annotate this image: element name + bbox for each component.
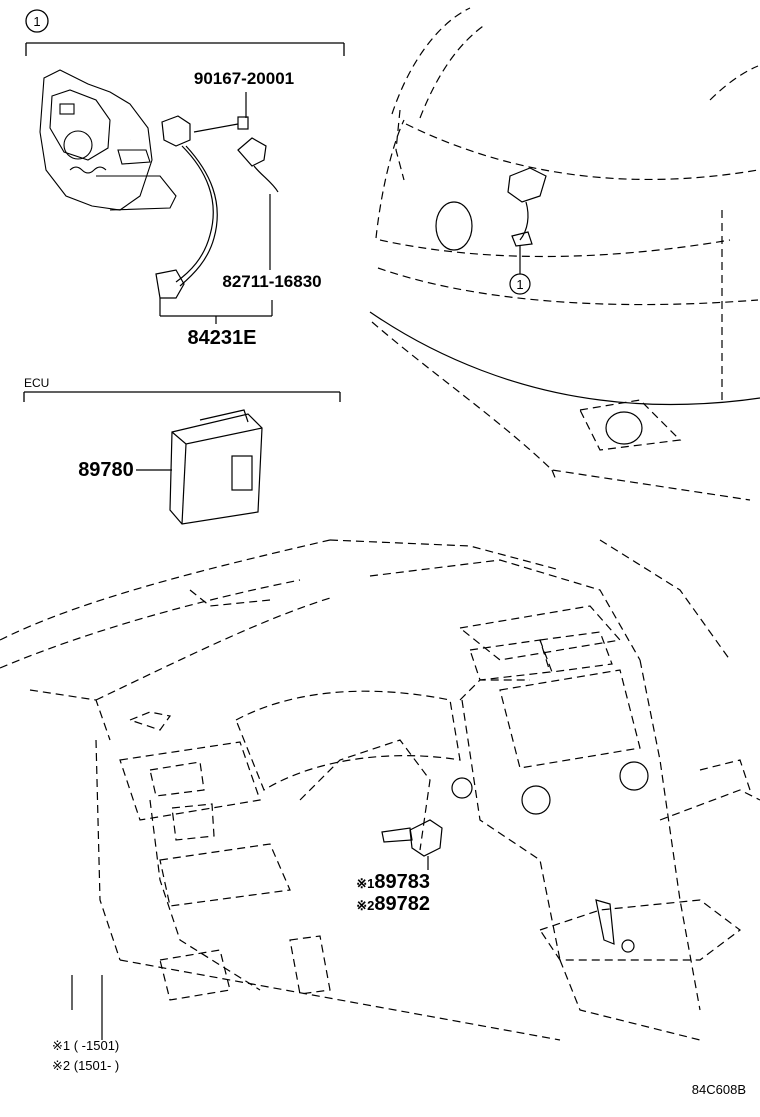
group-1-label: 1 (33, 14, 40, 29)
group-1-bracket (25, 9, 345, 56)
note-1: ※1 ( -1501) (52, 1038, 119, 1053)
dashboard-drawing (0, 539, 760, 1041)
switch-1-mark: ※1 (356, 876, 374, 891)
bolt-drawing (193, 92, 249, 133)
hood-switch-drawing (155, 115, 279, 299)
part-switch-2-number[interactable]: ※289782 (356, 893, 430, 915)
part-sensor-number[interactable]: 82711-16830 (222, 272, 321, 291)
note-2: ※2 (1501- ) (52, 1058, 119, 1073)
group-1-circle (25, 9, 49, 33)
part-bolt-number[interactable]: 90167-20001 (194, 69, 294, 88)
ecu-bracket (23, 391, 341, 402)
part-ecu-number[interactable]: 89780 (78, 459, 134, 481)
switch-2-number[interactable]: 89782 (374, 893, 430, 915)
part-switch-1-number[interactable]: ※189783 (356, 871, 430, 893)
ecu-drawing (136, 409, 263, 525)
switch-1-number[interactable]: 89783 (374, 871, 430, 893)
hood-callout (509, 246, 531, 295)
ecu-label: ECU (24, 376, 49, 390)
vehicle-front-drawing (369, 7, 760, 501)
leader-lines-group1 (159, 194, 273, 324)
diagram-code: 84C608B (692, 1082, 746, 1097)
part-assembly-number[interactable]: 84231E (188, 327, 257, 349)
hood-lock-drawing (39, 69, 177, 211)
switch-2-mark: ※2 (356, 898, 374, 913)
hood-callout-label[interactable]: 1 (516, 277, 523, 292)
